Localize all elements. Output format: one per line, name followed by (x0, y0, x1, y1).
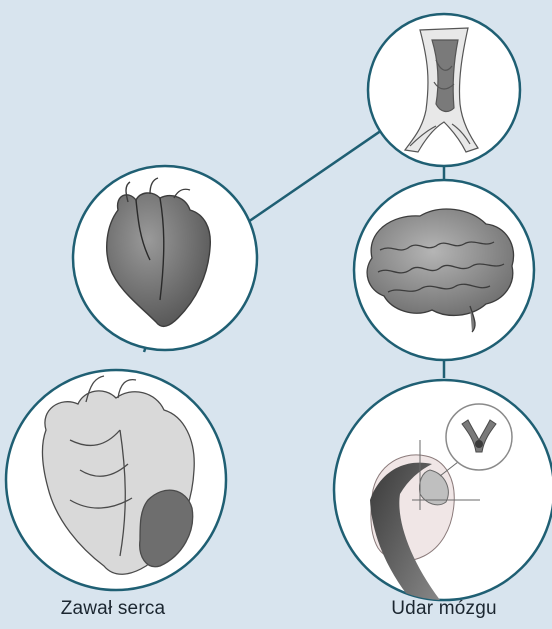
head-stroke-circle (334, 380, 552, 610)
infarcted-heart-circle (6, 370, 226, 590)
stroke-label: Udar mózgu (391, 598, 497, 620)
artery-plaque-circle (368, 14, 520, 166)
connector-artery-heart (248, 128, 385, 222)
artery-zoom-inset (446, 404, 512, 470)
heart-attack-label: Zawał serca (61, 598, 166, 620)
brain-circle (354, 180, 534, 360)
heart-circle (73, 166, 257, 350)
